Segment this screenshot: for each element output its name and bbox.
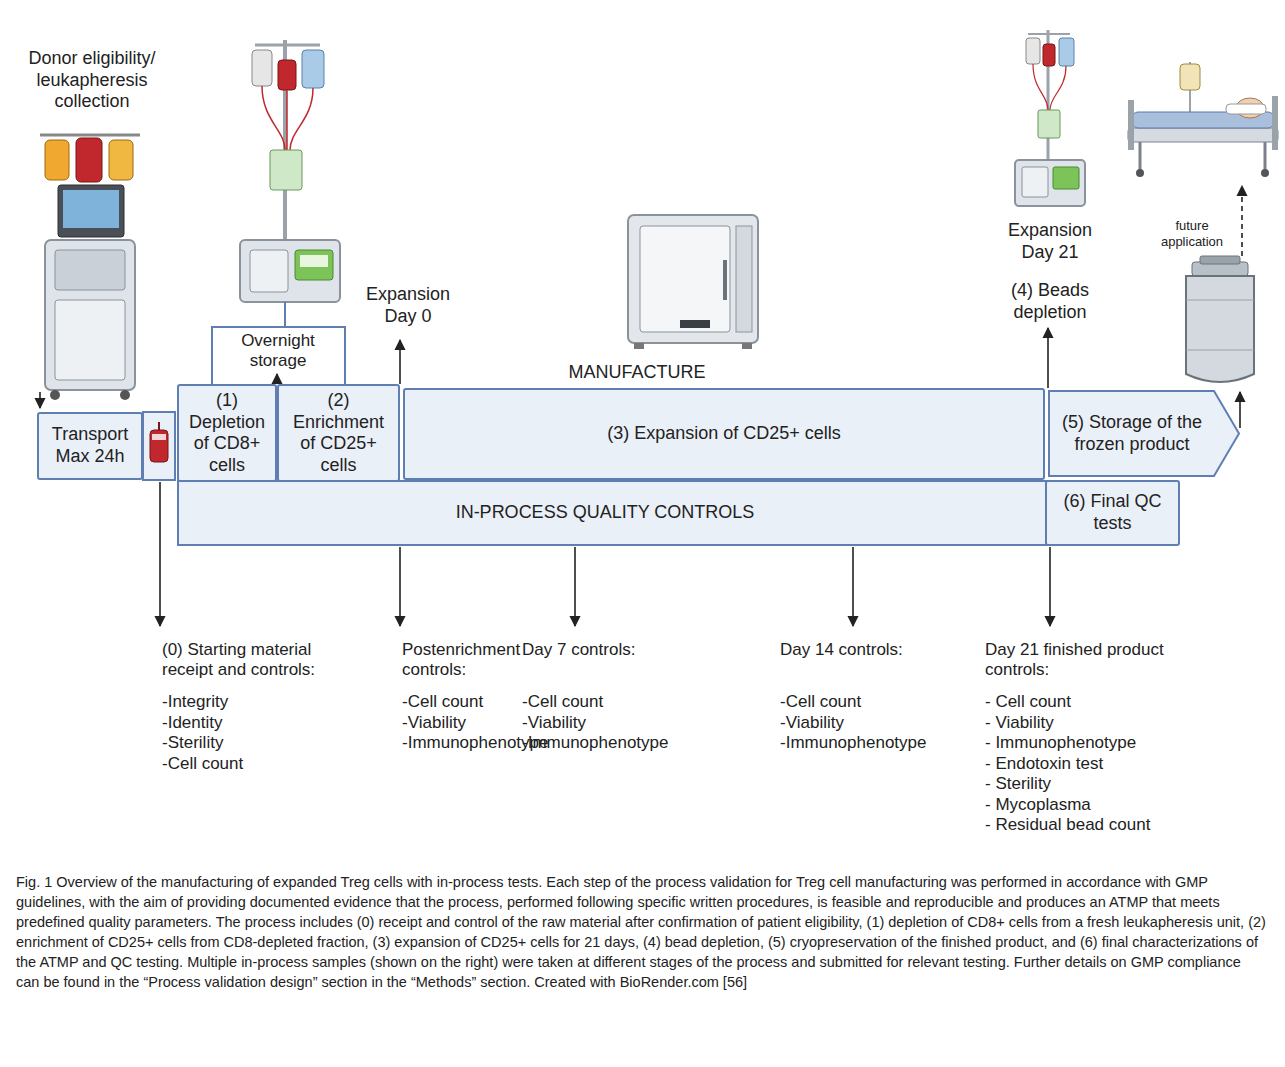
control-item: - Mycoplasma bbox=[985, 795, 1091, 815]
control-item: -Viability bbox=[522, 713, 586, 733]
control-item: -Immunophenotype bbox=[522, 733, 668, 753]
control-item: -Integrity bbox=[162, 692, 228, 712]
control-item: -Viability bbox=[780, 713, 844, 733]
cell-separator-device bbox=[1015, 30, 1085, 206]
pointer-arrow bbox=[39, 392, 41, 408]
arrow-shape bbox=[178, 481, 1136, 545]
stage-label: Overnight storage bbox=[223, 331, 333, 372]
patient-bed bbox=[1128, 62, 1278, 177]
pointer-arrow bbox=[1047, 328, 1049, 388]
arrow-shape bbox=[1049, 391, 1239, 476]
control-item: -Cell count bbox=[402, 692, 483, 712]
process-box: (1) Depletion of CD8+ cells bbox=[177, 384, 277, 482]
control-item: Day 7 controls: bbox=[522, 640, 722, 660]
control-item: (0) Starting material receipt and contro… bbox=[162, 640, 322, 681]
control-item: - Residual bead count bbox=[985, 815, 1150, 835]
cryo-tank bbox=[1186, 256, 1254, 382]
qc-band: IN-PROCESS QUALITY CONTROLS bbox=[177, 480, 1137, 546]
node-text: (5) Storage of the frozen product bbox=[1054, 412, 1210, 455]
storage-arrow: (5) Storage of the frozen product bbox=[1048, 390, 1240, 477]
transport-box: Transport Max 24h bbox=[37, 412, 143, 480]
future-arrow bbox=[1241, 186, 1243, 256]
node-text: Transport Max 24h bbox=[45, 424, 135, 467]
stage-label: (4) Beads depletion bbox=[995, 280, 1105, 323]
final-qc-box: (6) Final QC tests bbox=[1045, 480, 1180, 546]
control-item: - Immunophenotype bbox=[985, 733, 1136, 753]
control-item: Day 21 finished product controls: bbox=[985, 640, 1195, 681]
stage-label: MANUFACTURE bbox=[537, 362, 737, 384]
process-box: (2) Enrichment of CD25+ cells bbox=[277, 384, 400, 482]
control-item: -Immunophenotype bbox=[780, 733, 926, 753]
pointer-arrow bbox=[276, 374, 278, 384]
apheresis-machine bbox=[40, 135, 140, 400]
process-box: (3) Expansion of CD25+ cells bbox=[403, 388, 1045, 480]
control-item: -Sterility bbox=[162, 733, 223, 753]
control-item: -Cell count bbox=[522, 692, 603, 712]
control-item: - Sterility bbox=[985, 774, 1051, 794]
control-item: - Viability bbox=[985, 713, 1054, 733]
control-item: Day 14 controls: bbox=[780, 640, 980, 660]
node-text: IN-PROCESS QUALITY CONTROLS bbox=[456, 502, 755, 524]
figure-caption: Fig. 1 Overview of the manufacturing of … bbox=[16, 872, 1268, 992]
control-item: -Identity bbox=[162, 713, 222, 733]
device-link bbox=[284, 302, 286, 327]
pointer-arrow bbox=[399, 340, 401, 384]
stage-label: Expansion Day 21 bbox=[990, 220, 1110, 263]
blood-bag-icon bbox=[150, 422, 168, 462]
node-text: (6) Final QC tests bbox=[1053, 491, 1172, 534]
node-text: (3) Expansion of CD25+ cells bbox=[607, 423, 841, 445]
control-item: -Cell count bbox=[780, 692, 861, 712]
stage-label: Donor eligibility/ leukapheresis collect… bbox=[17, 48, 167, 113]
incubator bbox=[628, 215, 758, 349]
bag-box bbox=[143, 412, 175, 480]
stage-label: future application bbox=[1152, 218, 1232, 249]
control-item: -Viability bbox=[402, 713, 466, 733]
cell-separator-device bbox=[240, 40, 340, 302]
pointer-arrow bbox=[1239, 392, 1241, 428]
control-item: - Cell count bbox=[985, 692, 1071, 712]
node-text: (1) Depletion of CD8+ cells bbox=[185, 390, 269, 476]
stage-label: Expansion Day 0 bbox=[348, 284, 468, 327]
node-text: (2) Enrichment of CD25+ cells bbox=[285, 390, 392, 476]
overnight-bracket bbox=[212, 327, 345, 384]
control-item: - Endotoxin test bbox=[985, 754, 1103, 774]
control-item: -Cell count bbox=[162, 754, 243, 774]
